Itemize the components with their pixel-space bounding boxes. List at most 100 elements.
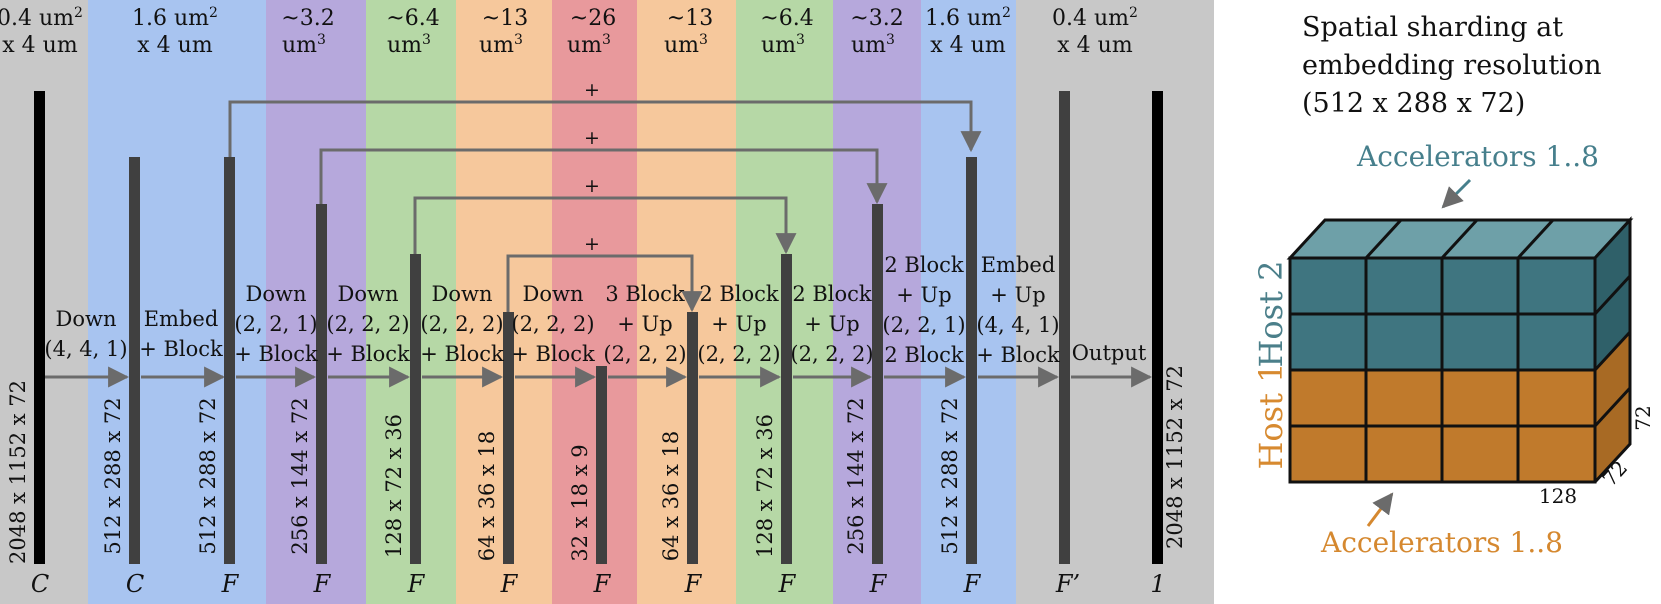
tensor-dim-label: 512 x 288 x 72 [938, 397, 962, 554]
tensor-bar [1059, 91, 1070, 564]
resolution-label: 1.6 um2 [132, 5, 218, 31]
sharding-title: (512 x 288 x 72) [1302, 88, 1525, 119]
op-label: (2, 2, 2) [603, 342, 686, 366]
tensor-dim-label: 256 x 144 x 72 [288, 397, 312, 554]
resolution-label: um3 [761, 32, 805, 58]
resolution-label: um3 [567, 32, 611, 58]
skip-connection-2 [319, 148, 888, 205]
op-label: + Block [420, 342, 504, 366]
accelerators-bottom-label: Accelerators 1..8 [1320, 526, 1563, 559]
tensor-bar [316, 204, 327, 564]
tensor-bar [224, 157, 235, 564]
tensor-dim-label: 64 x 36 x 18 [475, 431, 499, 562]
tensor-dim-label: 64 x 36 x 18 [659, 431, 683, 562]
channel-label: F’ [1055, 570, 1080, 598]
cube-grid-line [1593, 330, 1632, 372]
cube-height-label: 72 [1631, 405, 1655, 430]
resolution-label: x 4 um [1057, 33, 1133, 58]
sharding-panel: Spatial sharding at embedding resolution… [1252, 12, 1655, 559]
op-label: + Block [511, 342, 595, 366]
resolution-label: um3 [479, 32, 523, 58]
skip-connection-3 [413, 196, 797, 255]
op-label: 2 Block [699, 282, 779, 306]
cube-grid-line [1593, 274, 1632, 316]
tensor-dim-label: 512 x 288 x 72 [196, 397, 220, 554]
tensor-dim-label: 256 x 144 x 72 [844, 397, 868, 554]
op-label: + Up [711, 312, 766, 336]
resolution-label: x 4 um [137, 33, 213, 58]
tensor-dim-label: 128 x 72 x 36 [753, 414, 777, 558]
op-label: (2, 2, 1) [234, 312, 317, 336]
tensor-bar [129, 157, 140, 564]
op-label: + Block [976, 343, 1060, 367]
channel-label: C [31, 570, 49, 598]
channel-label: C [126, 570, 144, 598]
resolution-label: ~13 [482, 6, 528, 31]
op-label: Down [432, 282, 493, 306]
op-label: + Block [326, 342, 410, 366]
resolution-label: 0.4 um2 [1052, 5, 1138, 31]
channel-label: F [684, 570, 703, 598]
operation-labels: Down (4, 4, 1) Embed + Block Down (2, 2,… [44, 253, 1146, 367]
channel-label: F [593, 570, 612, 598]
resolution-label: um3 [282, 32, 326, 58]
resolution-label: 1.6 um2 [925, 5, 1011, 31]
op-label: 2 Block [792, 282, 872, 306]
tensor-bars [34, 91, 1163, 564]
tensor-dim-label: 32 x 18 x 9 [568, 444, 592, 561]
sharding-title: embedding resolution [1302, 50, 1601, 81]
cube-width-label: 128 [1539, 484, 1577, 508]
channel-label: F [963, 570, 982, 598]
resolution-label: um3 [387, 32, 431, 58]
skip-connection-4 [506, 254, 703, 313]
op-label: (2, 2, 2) [511, 312, 594, 336]
accelerators-bottom-arrow [1366, 492, 1394, 527]
resolution-label: ~3.2 [281, 6, 334, 31]
host2-label: Host 2 [1252, 261, 1290, 368]
op-label: (2, 2, 2) [790, 342, 873, 366]
channel-label: 1 [1150, 570, 1165, 598]
op-label: + Up [990, 283, 1045, 307]
tensor-bar [687, 312, 698, 564]
resolution-label: um3 [664, 32, 708, 58]
resolution-label: ~6.4 [386, 6, 439, 31]
op-label: Output [1072, 341, 1147, 365]
tensor-bar [781, 254, 792, 564]
tensor-bar [872, 204, 883, 564]
cube-grid-line [1593, 386, 1632, 428]
band-grey-right [1016, 0, 1214, 604]
op-label: + Up [804, 312, 859, 336]
op-label: Down [338, 282, 399, 306]
op-label: Down [56, 307, 117, 331]
op-label: (2, 2, 1) [882, 313, 965, 337]
channel-label: F [221, 570, 240, 598]
tensor-bar [410, 254, 421, 564]
skip-connections [228, 100, 982, 313]
tensor-bar [503, 312, 514, 564]
sharding-title: Spatial sharding at [1302, 12, 1563, 43]
tensor-bar [34, 91, 45, 564]
op-label: 2 Block [884, 253, 964, 277]
op-label: (4, 4, 1) [44, 337, 127, 361]
resolution-labels: 0.4 um2 x 4 um 1.6 um2 x 4 um ~3.2 um3 ~… [0, 5, 1138, 58]
tensor-bar [1152, 91, 1163, 564]
tensor-dim-label: 128 x 72 x 36 [382, 414, 406, 558]
op-label: (2, 2, 2) [697, 342, 780, 366]
op-label: + Up [896, 283, 951, 307]
op-label: (2, 2, 2) [420, 312, 503, 336]
tensor-bar [966, 157, 977, 564]
skip-connection-1 [228, 100, 982, 158]
accelerators-top-label: Accelerators 1..8 [1356, 140, 1599, 173]
channel-label: F [407, 570, 426, 598]
cube-grid-line [1364, 218, 1403, 260]
channel-label: F [778, 570, 797, 598]
tensor-dim-label: 512 x 288 x 72 [101, 397, 125, 554]
tensor-dims: 2048 x 1152 x 72 512 x 288 x 72 512 x 28… [6, 365, 1187, 564]
tensor-dim-label: 2048 x 1152 x 72 [6, 380, 30, 564]
op-label: + Block [234, 342, 318, 366]
skip-plus-label: + [584, 175, 600, 197]
resolution-label: 0.4 um2 [0, 5, 83, 31]
resolution-label: um3 [851, 32, 895, 58]
op-label: (2, 2, 2) [326, 312, 409, 336]
